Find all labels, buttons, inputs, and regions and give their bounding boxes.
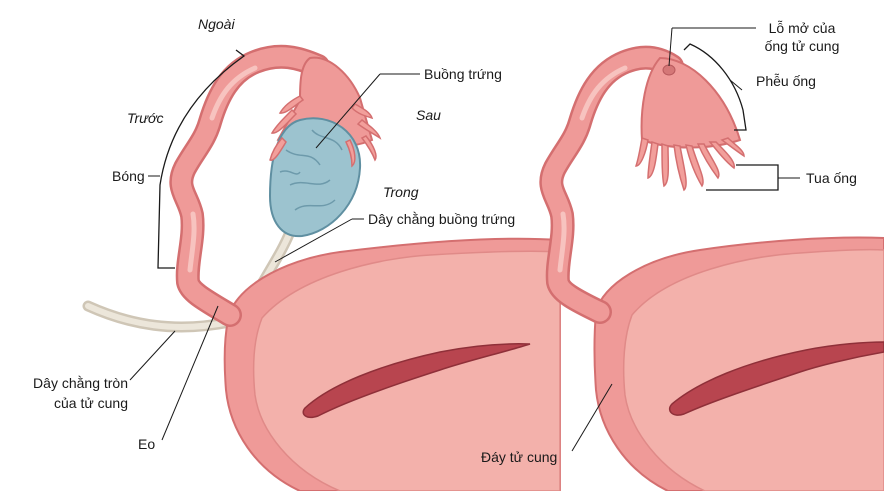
- ampulla-label: Bóng: [112, 168, 145, 184]
- right-anatomy: [539, 45, 884, 491]
- fundus-leader: [571, 383, 613, 452]
- ostium-label-line1: Lỗ mở của: [768, 20, 836, 36]
- left-fimbriae: [269, 95, 382, 168]
- orientation-outer-label: Ngoài: [198, 16, 235, 32]
- uterine-cavity: [302, 343, 531, 419]
- left-leader-lines: [129, 73, 420, 441]
- right-infundibulum: [640, 56, 742, 149]
- isthmus-leader: [161, 305, 219, 441]
- infundibulum-bracket: [683, 43, 747, 131]
- round-ligament-label-line1: Dây chằng tròn: [33, 375, 128, 391]
- tubal-ostium: [662, 64, 676, 76]
- ovary-leader: [315, 73, 381, 149]
- ostium-label-line2: ống tử cung: [764, 38, 840, 54]
- fundus-label: Đáy tử cung: [481, 449, 558, 465]
- ostium-leader: [668, 27, 673, 67]
- right-leader-lines: [571, 27, 800, 452]
- orientation-front-label: Trước: [127, 110, 164, 126]
- orientation-inner-label: Trong: [383, 184, 419, 200]
- infundibulum-leader: [729, 79, 743, 91]
- round-ligament-label-line2: của tử cung: [54, 395, 128, 411]
- right-fimbriae: [634, 137, 745, 192]
- ovary: [268, 117, 362, 238]
- ovary-label: Buồng trứng: [424, 66, 502, 82]
- round-ligament-leader: [129, 330, 176, 381]
- isthmus-label: Eo: [138, 436, 156, 452]
- ovarian-ligament-leader: [274, 218, 353, 263]
- left-anatomy: [82, 44, 561, 491]
- ampulla-bracket: [157, 49, 246, 269]
- fimbriae-label: Tua ống: [806, 170, 857, 186]
- right-uterine-cavity: [668, 341, 884, 416]
- infundibulum-label: Phễu ống: [756, 73, 816, 89]
- orientation-back-label: Sau: [416, 107, 441, 123]
- ovarian-ligament-label: Dây chằng buồng trứng: [368, 211, 516, 227]
